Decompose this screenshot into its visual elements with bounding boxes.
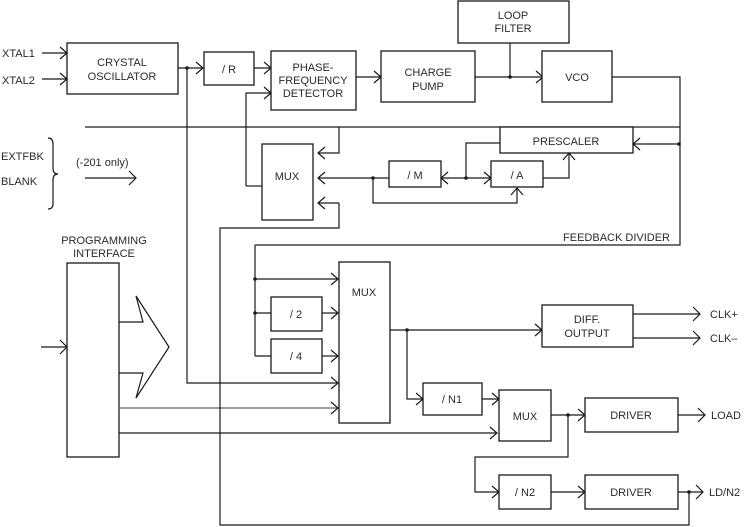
arrow-a-control: [510, 187, 524, 196]
arrow-mux-in-1: [330, 272, 339, 286]
arrow-prog-in: [59, 339, 68, 355]
svg-text:LOOP: LOOP: [498, 10, 529, 22]
svg-text:MUX: MUX: [352, 287, 377, 299]
loop-filter-block: LOOP FILTER: [457, 0, 570, 44]
arrow-xtal2: [59, 72, 68, 86]
svg-text:/ N1: / N1: [442, 394, 462, 406]
div-4-block: / 4: [270, 338, 323, 374]
wire-mux-to-n1: [406, 330, 423, 400]
svg-text:OSCILLATOR: OSCILLATOR: [88, 71, 157, 83]
wire-ldn2-feedback: [219, 255, 690, 526]
arrow-mux-load-prog: [489, 426, 498, 440]
svg-text:DRIVER: DRIVER: [610, 487, 652, 499]
wire-a-to-prescaler: [543, 153, 570, 179]
svg-text:CRYSTAL: CRYSTAL: [97, 57, 147, 69]
pfd-block: PHASE- FREQUENCY DETECTOR: [270, 50, 357, 111]
wire-vco-to-fb: [612, 76, 681, 127]
arrow-clk-neg: [692, 330, 701, 346]
mux-load-block: MUX: [498, 389, 552, 442]
svg-text:/ R: / R: [222, 64, 236, 76]
blank-label: BLANK: [1, 176, 38, 188]
div-r-block: / R: [203, 51, 255, 86]
prescaler-block: PRESCALER: [499, 126, 634, 154]
svg-text:/ 4: / 4: [290, 351, 302, 363]
mux-feedback-block: MUX: [261, 143, 314, 221]
wire-fb-to-main: [254, 245, 338, 357]
bus-arrow-icon: [119, 295, 170, 399]
arrow-load: [697, 407, 706, 423]
svg-text:DIFF.: DIFF.: [574, 314, 600, 326]
arrow-pfd-fb: [263, 86, 272, 100]
arrow-mux-in-4: [330, 349, 339, 363]
div-m-block: / M: [388, 160, 442, 188]
diff-output-block: DIFF. OUTPUT: [541, 304, 634, 348]
arrow-prescaler-in: [632, 137, 641, 151]
arrow-prescaler-control: [562, 152, 576, 161]
xtal2-label: XTAL2: [2, 75, 35, 87]
ldn2-label: LD/N2: [709, 487, 740, 499]
arrow-clk-pos: [692, 306, 701, 322]
svg-text:/ 2: / 2: [290, 309, 302, 321]
div-2-block: / 2: [270, 296, 323, 332]
arrow-ldn2: [695, 484, 704, 500]
wire-prescaler-to-m: [441, 142, 500, 179]
prog-interface-label-1: PROGRAMMING: [61, 235, 147, 247]
arrow-mux-ref: [330, 376, 339, 390]
prog-interface-label-2: INTERFACE: [73, 248, 135, 260]
vco-block: VCO: [541, 50, 613, 103]
arrow-mux-fb-top: [317, 146, 326, 160]
arrow-mux-fb-bottom: [317, 196, 326, 210]
clk-neg-label: CLK–: [710, 333, 738, 345]
arrow-mux-fb-mid: [317, 171, 326, 185]
svg-text:OUTPUT: OUTPUT: [564, 328, 610, 340]
svg-text:DETECTOR: DETECTOR: [283, 88, 343, 100]
wire-m-to-a-control: [372, 178, 518, 204]
feedback-divider-label: FEEDBACK DIVIDER: [563, 232, 670, 244]
xtal1-label: XTAL1: [2, 48, 35, 60]
svg-text:PUMP: PUMP: [412, 81, 444, 93]
div-n1-block: / N1: [422, 382, 483, 416]
svg-text:MUX: MUX: [513, 411, 538, 423]
wire-ldn2-to-mux: [219, 202, 340, 255]
wire-to-n2: [474, 415, 569, 493]
arrow-mux-in-2: [330, 306, 339, 320]
svg-text:PHASE-: PHASE-: [293, 62, 334, 74]
svg-text:DRIVER: DRIVER: [610, 410, 652, 422]
brace-icon: [47, 137, 59, 210]
svg-text:FREQUENCY: FREQUENCY: [278, 75, 348, 87]
arrow-xtal1: [59, 46, 68, 60]
mux-main-block: MUX: [338, 261, 391, 424]
driver-load-block: DRIVER: [584, 397, 679, 433]
arrow-r-in: [195, 61, 204, 75]
div-a-block: / A: [490, 160, 544, 188]
extfbk-label: EXTFBK: [1, 151, 44, 163]
svg-text:VCO: VCO: [565, 72, 589, 84]
feedback-divider-boundary: [85, 126, 681, 246]
wire-osc-ref-down: [186, 68, 338, 384]
arrow-extfbk: [128, 170, 137, 186]
junction-main-1: [253, 277, 257, 281]
load-label: LOAD: [711, 410, 741, 422]
svg-text:PRESCALER: PRESCALER: [533, 136, 600, 148]
prog-interface-block: [66, 262, 120, 458]
svg-text:MUX: MUX: [275, 171, 300, 183]
arrow-mux-prog: [330, 401, 339, 415]
svg-text:/ N2: / N2: [515, 487, 535, 499]
note-201-only: (-201 only): [76, 157, 129, 169]
svg-text:CHARGE: CHARGE: [404, 67, 451, 79]
crystal-oscillator-block: CRYSTAL OSCILLATOR: [66, 42, 179, 95]
junction-main-2: [253, 311, 257, 315]
charge-pump-block: CHARGE PUMP: [380, 50, 476, 103]
clk-pos-label: CLK+: [710, 309, 738, 321]
svg-text:/ M: / M: [407, 170, 422, 182]
svg-text:/ A: / A: [511, 170, 525, 182]
div-n2-block: / N2: [498, 474, 552, 510]
wire-fb-to-pfd: [245, 92, 271, 186]
driver-ldn2-block: DRIVER: [584, 474, 679, 510]
wire-extfbk-to-mux: [318, 127, 340, 154]
svg-text:FILTER: FILTER: [494, 23, 531, 35]
